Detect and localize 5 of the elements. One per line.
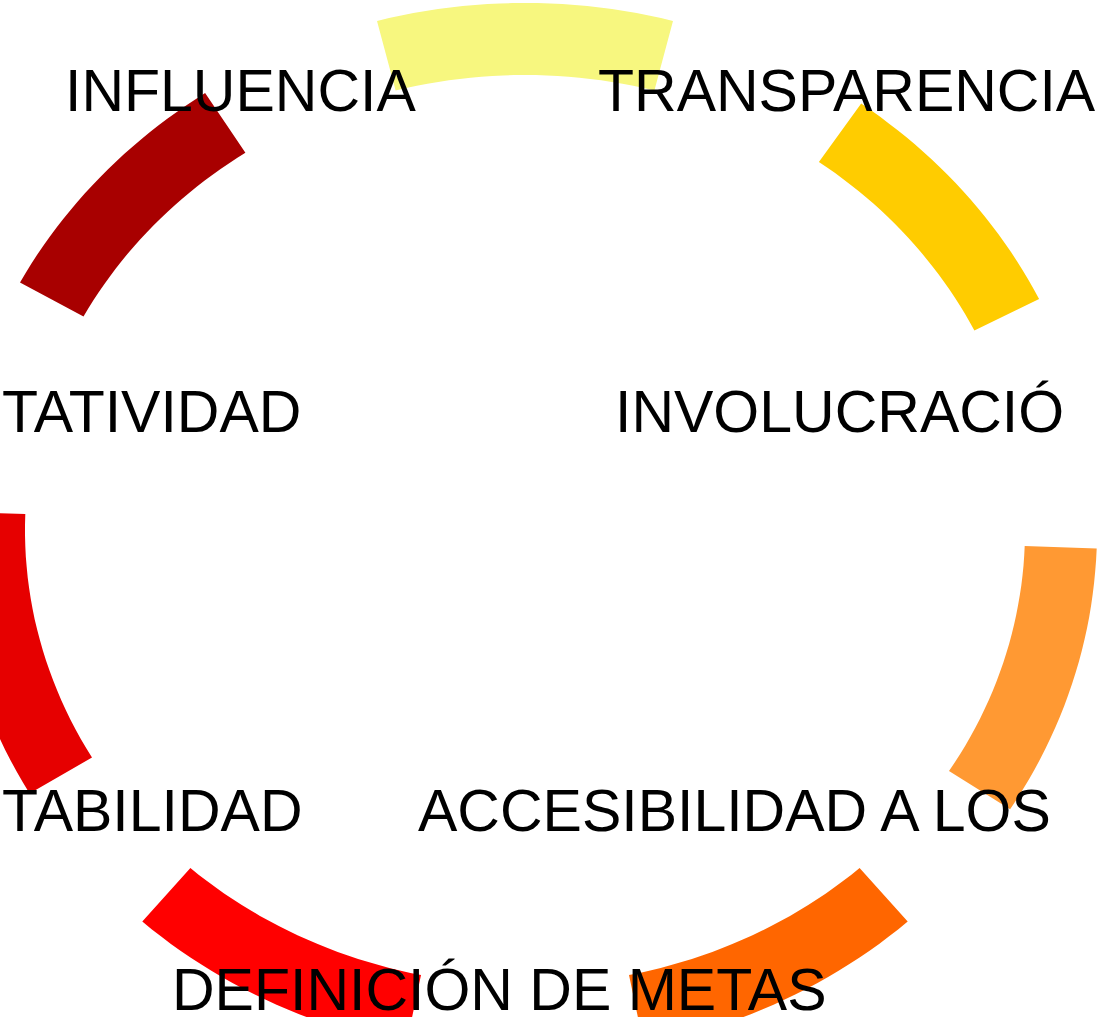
segment-label: TRANSPARENCIA bbox=[598, 62, 1096, 121]
segment-label: TABILIDAD bbox=[2, 782, 303, 841]
segment-label: INFLUENCIA bbox=[65, 62, 416, 121]
segment-label: TATIVIDAD bbox=[2, 383, 302, 442]
segment-label: ACCESIBILIDAD A LOS bbox=[418, 782, 1051, 841]
